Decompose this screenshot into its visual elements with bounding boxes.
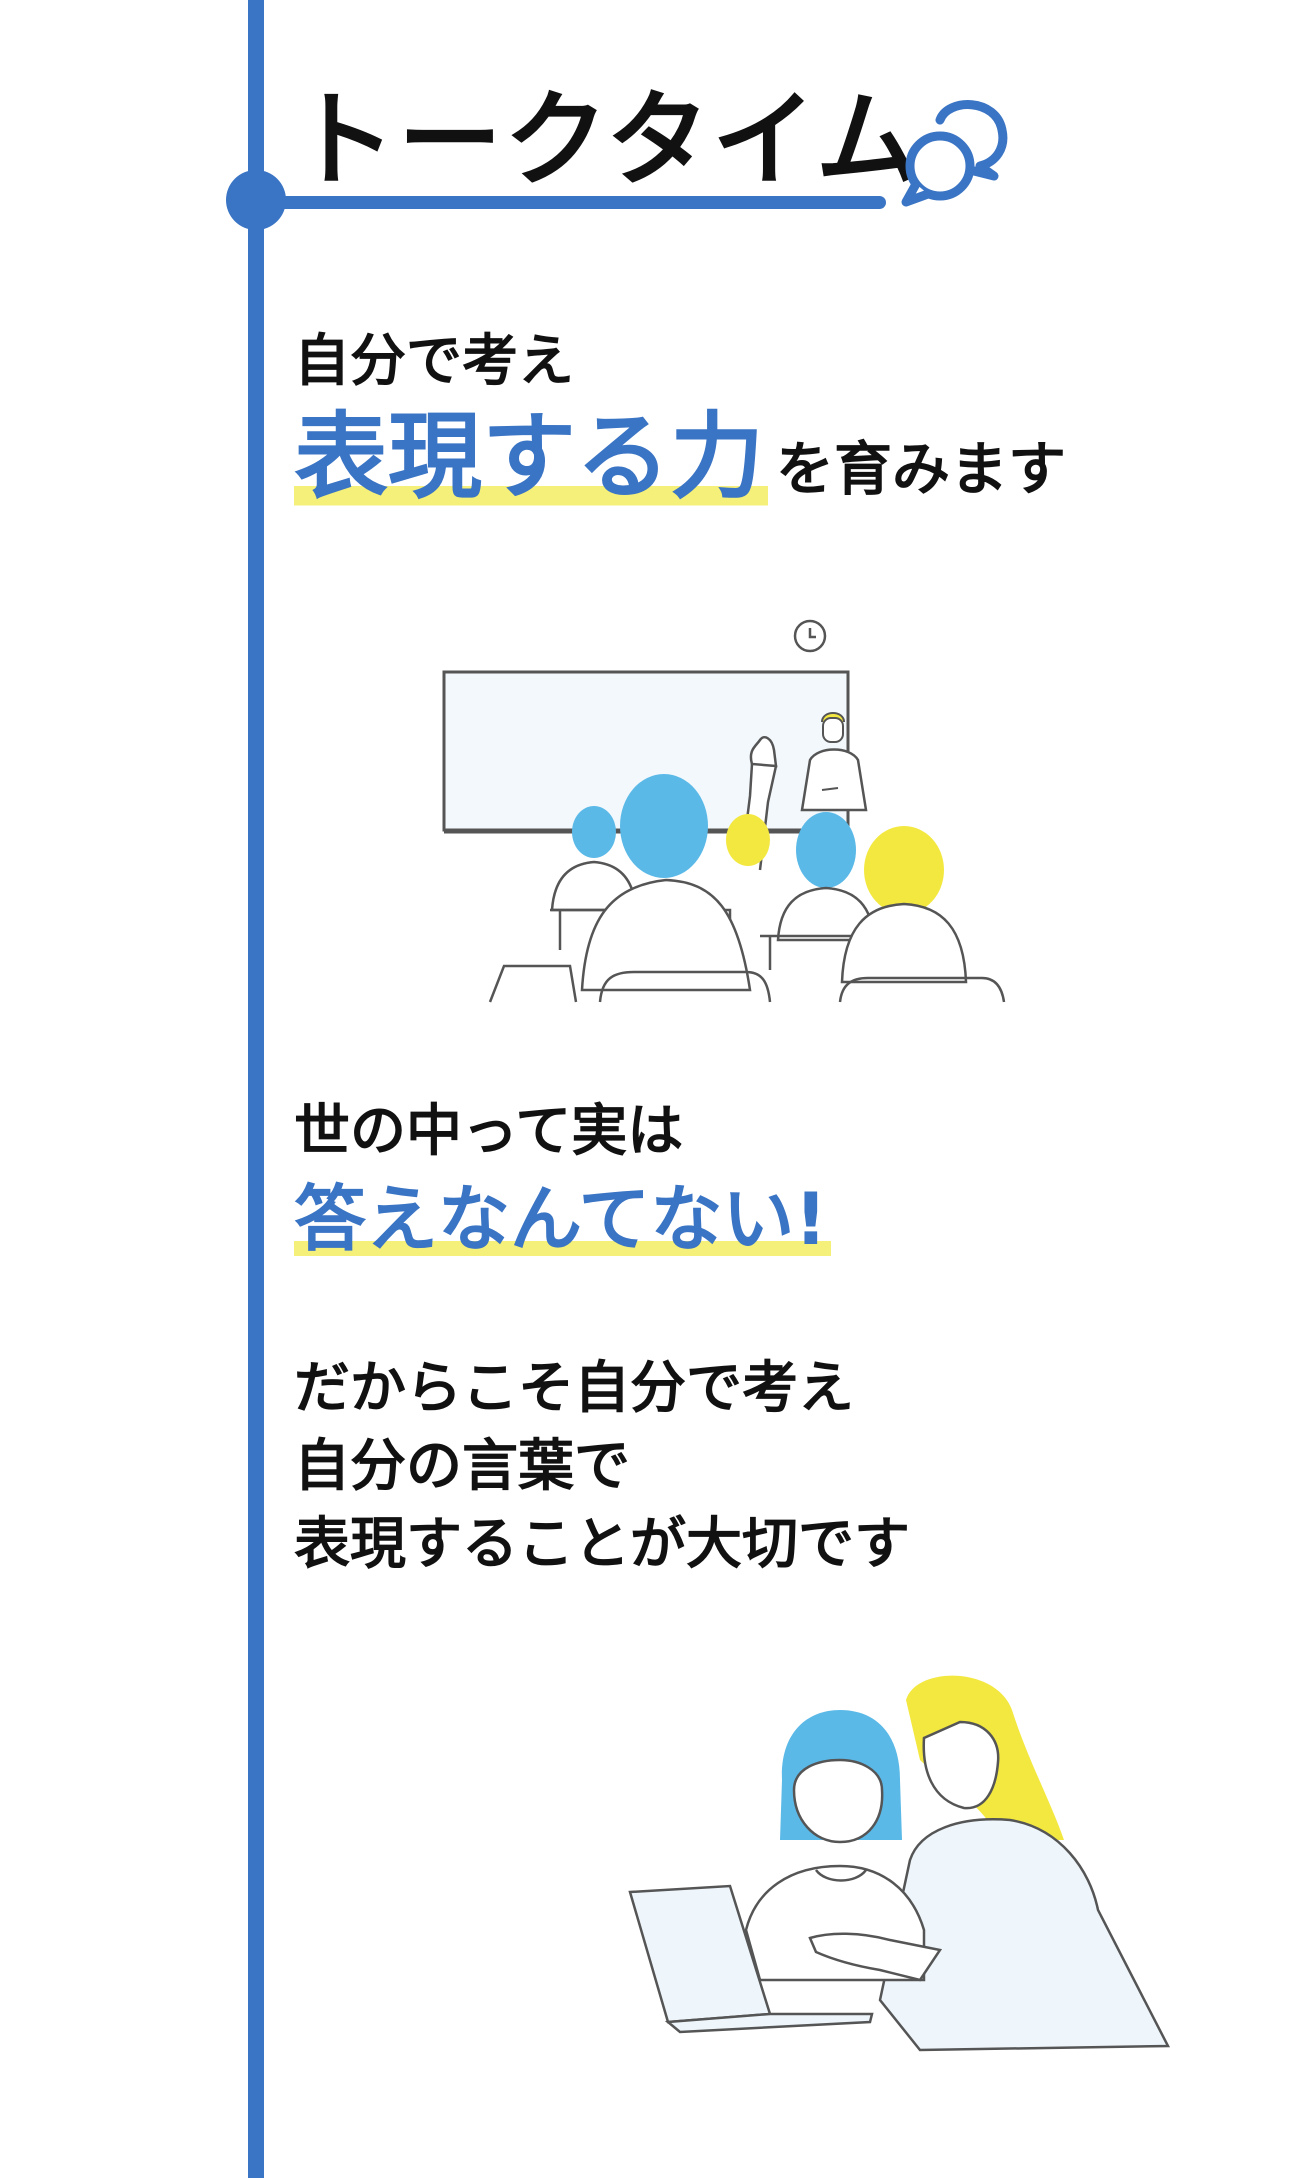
title-underline — [270, 196, 886, 209]
paragraph-line-3: 表現することが大切です — [294, 1512, 910, 1577]
paragraph-block: だからこそ自分で考え 自分の言葉で 表現することが大切です — [294, 1350, 910, 1584]
speech-bubbles-icon — [901, 100, 1008, 207]
statement-block: 世の中って実は 答えなんてない! — [294, 1094, 832, 1264]
intro-line: 自分で考え — [294, 329, 574, 394]
highlight-heading: 表現する力 — [294, 403, 769, 512]
intro-block: 自分で考え 表現する力を育みます — [294, 324, 1067, 512]
timeline-line — [248, 0, 264, 2178]
highlight-answer: 答えなんてない! — [294, 1177, 832, 1261]
statement-line: 世の中って実は — [294, 1099, 684, 1164]
classroom-hand-raise-illustration — [442, 619, 1006, 1003]
teacher-student-laptop-illustration — [628, 1675, 1171, 2052]
paragraph-line-1: だからこそ自分で考え — [294, 1356, 854, 1421]
paragraph-line-2: 自分の言葉で — [294, 1434, 630, 1499]
heading-rest: を育みます — [776, 435, 1067, 503]
section-title: トークタイム — [292, 79, 922, 201]
